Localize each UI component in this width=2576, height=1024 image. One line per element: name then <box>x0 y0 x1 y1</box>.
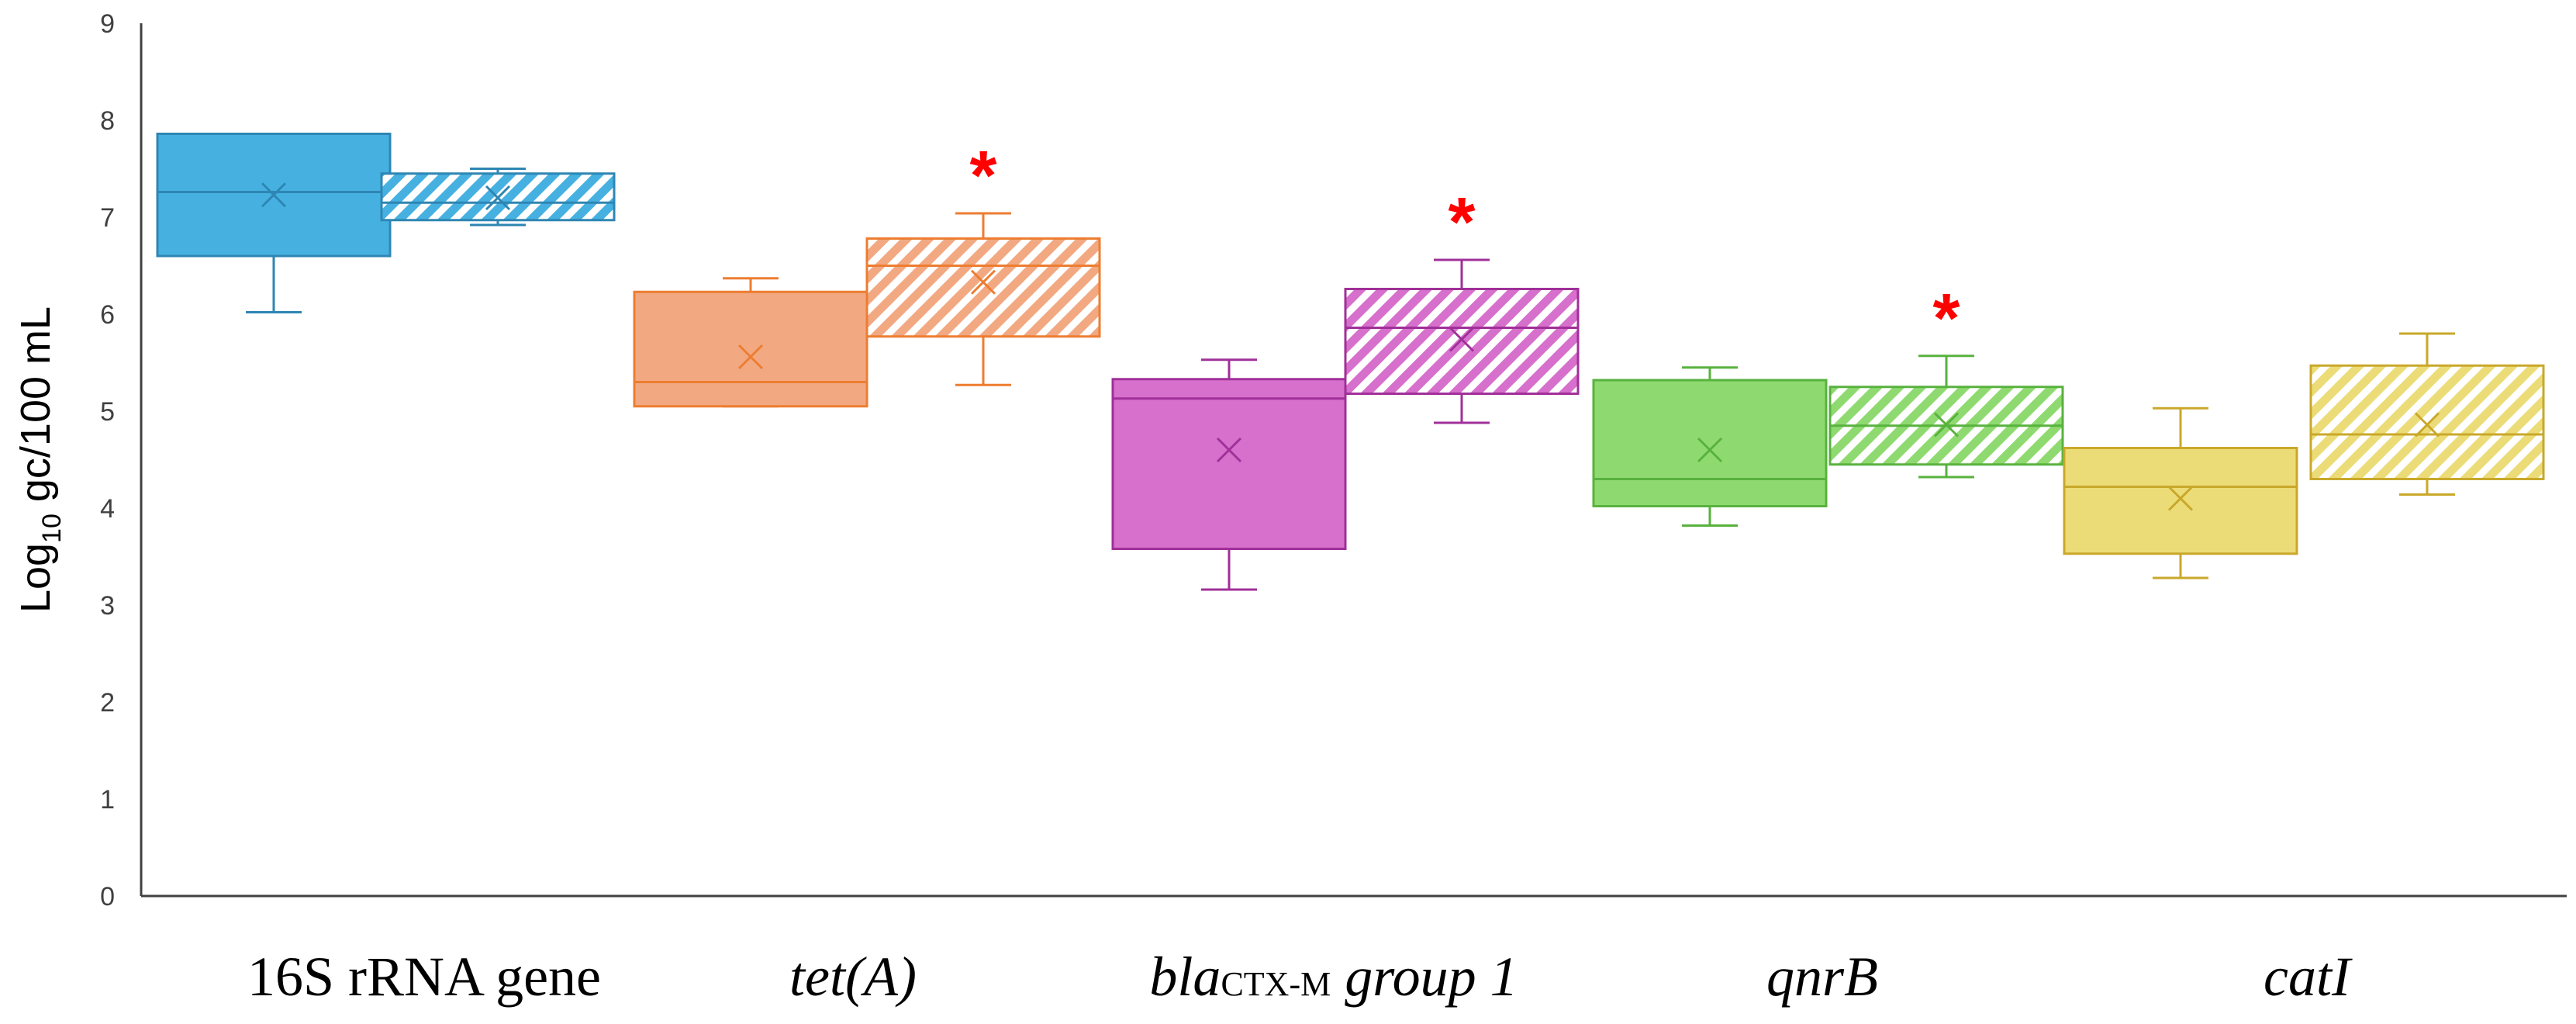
box-9 <box>2309 332 2545 496</box>
mean-marker-b <box>1216 437 1242 463</box>
box-0 <box>156 133 392 313</box>
box-body <box>1344 288 1580 395</box>
box-8 <box>2063 406 2298 579</box>
y-tick-label: 2 <box>100 688 115 718</box>
category-label-part: 16S rRNA gene <box>247 946 601 1008</box>
mean-marker-b <box>261 182 287 208</box>
box-body <box>2309 364 2545 480</box>
mean-marker-b <box>1933 412 1960 438</box>
y-tick-label: 4 <box>100 494 115 524</box>
box-4 <box>1111 358 1347 591</box>
box-3: * <box>865 137 1101 386</box>
y-tick-label: 0 <box>100 882 115 912</box>
box-body <box>865 237 1101 338</box>
y-tick-label: 5 <box>100 397 115 427</box>
category-label-part: CTX-M <box>1221 965 1331 1003</box>
y-axis-label-main: Log <box>12 543 59 613</box>
category-label-1: tet(A) <box>789 946 917 1008</box>
category-label-3: qnrB <box>1766 946 1878 1008</box>
y-tick-label: 3 <box>100 591 115 621</box>
category-label-part: group 1 <box>1331 946 1518 1008</box>
mean-marker-b <box>2414 412 2440 438</box>
significance-star: * <box>969 137 996 215</box>
significance-star: * <box>1448 184 1475 261</box>
y-axis-label-subscript: 10 <box>37 514 67 543</box>
box-1 <box>380 168 616 227</box>
box-5: * <box>1344 184 1580 424</box>
y-tick-label: 9 <box>100 9 115 39</box>
category-label-0: 16S rRNA gene <box>247 946 601 1008</box>
category-label-part: bla <box>1149 946 1221 1008</box>
mean-marker-b <box>485 185 511 211</box>
category-label-part: qnrB <box>1766 946 1878 1008</box>
y-tick-label: 7 <box>100 203 115 233</box>
box-body <box>1592 379 1828 507</box>
y-axis-label: Log10 gc/100 mL <box>12 306 67 613</box>
mean-marker-b <box>970 269 996 295</box>
labels: 16S rRNA gene tet(A) blaCTX-M group 1 qnrB c… <box>247 946 2353 1008</box>
box-2 <box>633 277 868 408</box>
category-label-4: catI <box>2263 946 2353 1008</box>
category-label-part: tet(A) <box>789 946 917 1008</box>
box-body <box>633 290 868 408</box>
y-tick-label: 1 <box>100 785 115 815</box>
significance-star: * <box>1932 280 1960 358</box>
box-6 <box>1592 366 1828 527</box>
category-label-part: catI <box>2263 946 2353 1008</box>
box-7: * <box>1828 280 2064 479</box>
mean-marker-b <box>1697 437 1723 463</box>
y-tick-label: 8 <box>100 106 115 136</box>
mean-marker-b <box>1449 327 1475 352</box>
category-label-2: blaCTX-M group 1 <box>1149 946 1518 1008</box>
box-body <box>1111 378 1347 550</box>
y-tick-label: 6 <box>100 300 115 330</box>
mean-marker-b <box>2167 486 2194 511</box>
mean-marker-b <box>737 344 764 370</box>
y-axis-label-rest: gc/100 mL <box>12 306 59 514</box>
box-body <box>2063 447 2298 555</box>
boxes: * * * <box>156 133 2545 591</box>
